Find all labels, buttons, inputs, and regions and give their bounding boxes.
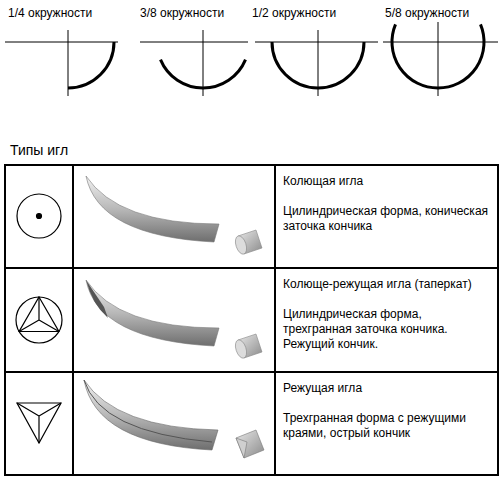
edge-lines: [17, 403, 61, 443]
axis-line: [318, 30, 319, 96]
table-grid: [5, 165, 498, 475]
needle-body: [86, 176, 219, 242]
needle-name: Колющая игла: [283, 174, 491, 189]
axis-line: [383, 42, 498, 43]
needle-end: [236, 430, 264, 458]
needle-name: Режущая игла: [283, 381, 491, 396]
column-line: [72, 165, 74, 475]
round-section: [17, 194, 61, 238]
table-border: [5, 165, 498, 475]
needle-tapercut: [86, 280, 262, 360]
arc-half: [272, 42, 364, 88]
needle-cutting: [84, 380, 264, 458]
section-title: Типы игл: [10, 143, 68, 158]
needle-description: Цилиндрическая форма, трехгранная заточк…: [283, 307, 491, 352]
needle-section: [233, 234, 248, 255]
needle-section: [236, 438, 247, 458]
triangle-tip: [19, 297, 59, 332]
round-section: [16, 297, 62, 343]
arc-label: 1/2 окружности: [252, 6, 336, 21]
column-line: [274, 165, 276, 475]
needle-name: Колюще-режущая игла (таперкат): [283, 277, 491, 292]
axis-line: [438, 22, 439, 96]
arc-five-eighths: [392, 24, 484, 88]
arc-diagrams: [5, 22, 498, 96]
axis-line: [68, 30, 69, 96]
needle-description: Цилиндрическая форма, коническая заточка…: [283, 204, 491, 234]
section-dot: [37, 214, 42, 219]
arc-quarter: [68, 42, 114, 88]
needle-section: [233, 338, 248, 359]
cutting-edge: [84, 380, 212, 442]
needle-round: [86, 176, 262, 256]
arc-label: 5/8 окружности: [385, 6, 469, 21]
edge-lines: [19, 297, 59, 332]
needle-description: Трехгранная форма с режущими краями, ост…: [283, 411, 491, 441]
needle-body: [84, 380, 218, 450]
row-line: [5, 371, 498, 373]
needle-body: [86, 280, 219, 346]
cutting-tip: [86, 280, 108, 318]
row-line: [5, 267, 498, 269]
axis-line: [140, 42, 248, 43]
section-symbols: [16, 194, 62, 443]
axis-line: [5, 42, 118, 43]
arc-label: 1/4 окружности: [8, 6, 92, 21]
axis-line: [203, 30, 204, 96]
triangle-section: [17, 403, 61, 443]
arc-three-eighths: [161, 60, 246, 88]
arc-label: 3/8 окружности: [140, 6, 224, 21]
